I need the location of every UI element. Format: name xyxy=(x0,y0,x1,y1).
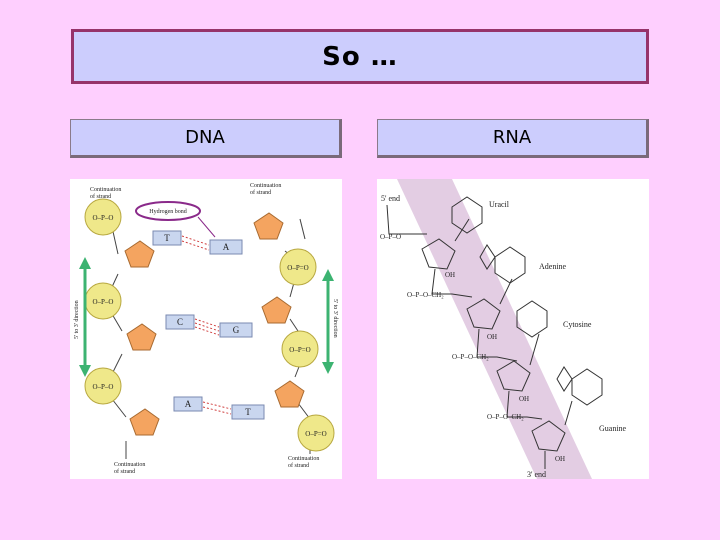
phosphate-group xyxy=(297,414,335,452)
svg-text:O–P=O: O–P=O xyxy=(289,346,310,354)
continuation-bottom-right: Continuation xyxy=(288,456,319,462)
continuation-top-left: Continuation xyxy=(90,187,121,193)
slide-title: So … xyxy=(322,41,398,72)
guanine-ring xyxy=(571,368,603,406)
svg-text:OH: OH xyxy=(519,395,529,403)
svg-text:O–P–O: O–P–O xyxy=(92,214,113,222)
left-direction-arrow xyxy=(79,257,91,377)
ribose-ring xyxy=(496,360,531,392)
dna-base-label: G xyxy=(233,325,240,335)
base-box xyxy=(219,322,253,338)
hydrogen-bond-label: Hydrogen bond xyxy=(149,209,187,215)
base-box xyxy=(231,404,265,420)
dna-base-label: T xyxy=(245,407,251,417)
svg-text:O–P–O–CH₂: O–P–O–CH₂ xyxy=(407,291,444,299)
svg-text:of strand: of strand xyxy=(114,468,135,475)
deoxyribose-sugar xyxy=(129,408,160,436)
guanine-ring xyxy=(556,366,573,392)
dna-base-label: A xyxy=(223,242,230,252)
continuation-top-right: Continuation xyxy=(250,183,281,189)
svg-text:O–P–O–CH₂: O–P–O–CH₂ xyxy=(487,413,524,421)
ribose-ring xyxy=(466,298,501,330)
rna-three-prime-end: 3' end xyxy=(527,470,546,479)
dna-structure-figure: O–P–O O–P–O O–P–O O–P=O O–P=O O–P=O T xyxy=(70,179,342,479)
base-box xyxy=(165,314,195,330)
base-box xyxy=(173,396,203,412)
base-label-cytosine: Cytosine xyxy=(563,320,592,329)
svg-text:O–P–O: O–P–O xyxy=(92,298,113,306)
ribose-ring xyxy=(531,420,566,452)
adenine-ring xyxy=(494,246,526,284)
right-direction-arrow xyxy=(322,269,334,374)
svg-text:O–P–O: O–P–O xyxy=(92,383,113,391)
svg-text:of strand: of strand xyxy=(250,189,271,196)
right-direction-label: 5' to 3' direction xyxy=(332,299,338,338)
deoxyribose-sugar xyxy=(261,296,292,324)
base-label-adenine: Adenine xyxy=(539,262,567,271)
rna-diagram: 5' end 3' end O–P–O O–P–O–CH₂ O–P–O–CH₂ … xyxy=(380,179,627,479)
rna-structure-figure: 5' end 3' end O–P–O O–P–O–CH₂ O–P–O–CH₂ … xyxy=(377,179,649,479)
svg-text:O–P=O: O–P=O xyxy=(305,430,326,438)
svg-text:of strand: of strand xyxy=(288,462,309,469)
base-box xyxy=(152,230,182,246)
hydrogen-bond-callout xyxy=(135,201,201,221)
dna-base-label: T xyxy=(164,233,170,243)
rna-five-prime-end: 5' end xyxy=(381,194,400,203)
continuation-bottom-left: Continuation xyxy=(114,462,145,468)
dna-diagram: O–P–O O–P–O O–P–O O–P=O O–P=O O–P=O T xyxy=(74,183,338,475)
deoxyribose-sugar xyxy=(126,323,157,351)
uracil-ring xyxy=(451,196,483,234)
dna-header: DNA xyxy=(70,119,342,158)
svg-text:O–P–O: O–P–O xyxy=(380,233,401,241)
rna-backbone-band xyxy=(397,179,592,479)
svg-text:OH: OH xyxy=(487,333,497,341)
svg-text:O–P=O: O–P=O xyxy=(287,264,308,272)
svg-text:OH: OH xyxy=(445,271,455,279)
svg-text:of strand: of strand xyxy=(90,193,111,200)
base-label-uracil: Uracil xyxy=(489,200,510,209)
phosphate-group xyxy=(84,198,122,236)
cytosine-ring xyxy=(516,300,548,338)
svg-text:OH: OH xyxy=(555,455,565,463)
slide-title-box: So … xyxy=(71,29,649,84)
ribose-ring xyxy=(421,238,456,270)
phosphate-group xyxy=(84,367,122,405)
deoxyribose-sugar xyxy=(253,212,284,240)
dna-base-label: A xyxy=(185,399,192,409)
svg-text:O–P–O–CH₂: O–P–O–CH₂ xyxy=(452,353,489,361)
deoxyribose-sugar xyxy=(274,380,305,408)
left-direction-label: 5' to 3' direction xyxy=(74,300,80,339)
base-label-guanine: Guanine xyxy=(599,424,627,433)
phosphate-group xyxy=(281,330,319,368)
deoxyribose-sugar xyxy=(124,240,155,268)
rna-header: RNA xyxy=(377,119,649,158)
base-box xyxy=(209,239,243,255)
phosphate-group xyxy=(279,248,317,286)
dna-base-label: C xyxy=(177,317,183,327)
adenine-ring xyxy=(479,244,496,270)
